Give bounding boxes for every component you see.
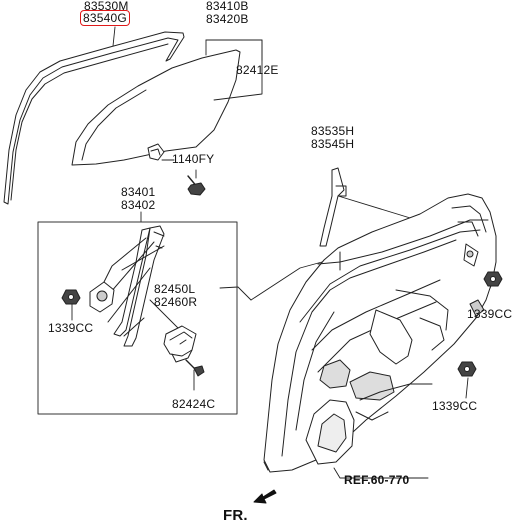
regulator-motor (163, 325, 197, 363)
nut-bottom (457, 361, 477, 377)
leader-lines (71, 26, 493, 479)
part-83540g-label-highlighted[interactable]: 83540G (80, 10, 130, 26)
part-1339cc-left-label: 1339CC (48, 321, 94, 335)
part-82460r-label: 82460R (154, 295, 198, 309)
regulator-frame (37, 221, 238, 415)
part-83545h-label: 83545H (311, 137, 355, 151)
part-83410b-label: 83410B (206, 0, 249, 13)
part-83402-label: 83402 (121, 198, 156, 212)
part-1339cc-bottom-label: 1339CC (432, 399, 478, 413)
part-82412e-label: 82412E (236, 63, 279, 77)
part-83420b-label: 83420B (206, 12, 249, 26)
bolt-1140fy (187, 175, 206, 196)
door-channel (319, 167, 347, 247)
part-1339cc-right-label: 1339CC (467, 307, 513, 321)
window-regulator (89, 225, 165, 347)
reference-label: REF.60-770 (344, 473, 410, 487)
screw-82424c (185, 359, 205, 377)
part-82424c-label: 82424C (172, 397, 216, 411)
door-panel (263, 193, 497, 473)
part-83530m-label: 83530M (84, 0, 129, 13)
run-channel (3, 31, 185, 205)
part-1140fy-label: 1140FY (172, 152, 215, 166)
part-82450l-label: 82450L (154, 282, 196, 296)
glass-clip (147, 143, 165, 161)
nut-right (483, 271, 503, 287)
front-arrow (253, 489, 277, 504)
part-83401-label: 83401 (121, 185, 156, 199)
front-label: FR. (223, 507, 248, 524)
nut-left (61, 289, 81, 305)
part-83535h-label: 83535H (311, 124, 355, 138)
